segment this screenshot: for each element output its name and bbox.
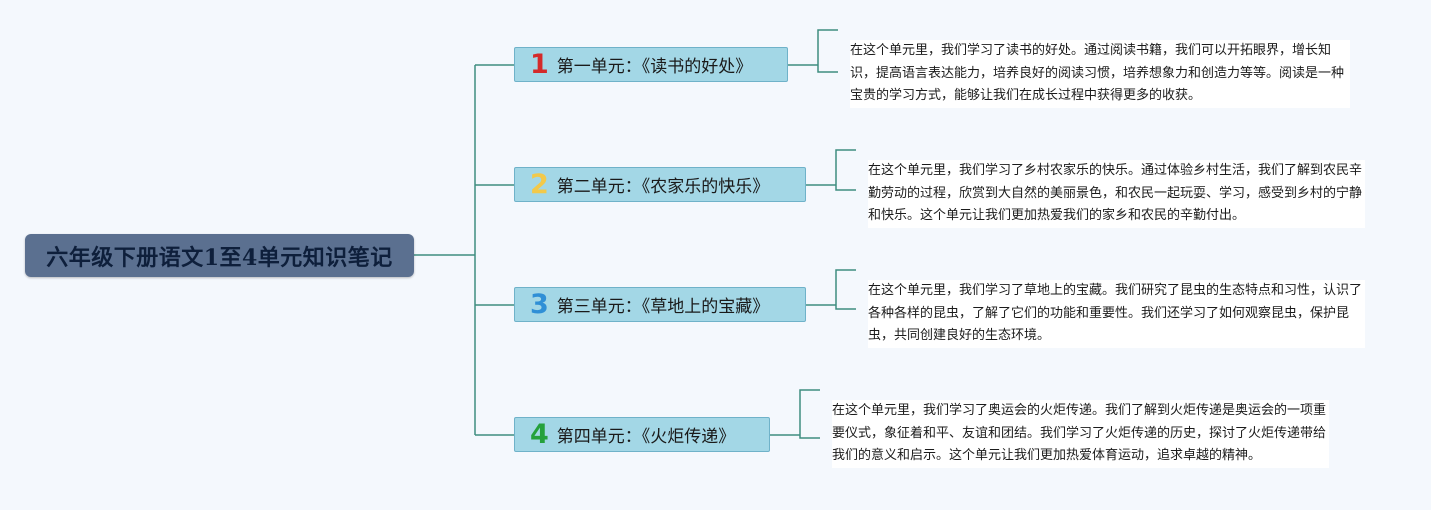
unit-4-label: 第四单元：《火炬传递》 [556,427,736,447]
unit-1-description: 在这个单元里，我们学习了读书的好处。通过阅读书籍，我们可以开拓眼界，增长知识，提… [850,40,1350,108]
unit-2-number: 2 [530,169,549,200]
unit-1-node[interactable]: 1 第一单元：《读书的好处》 [514,47,788,82]
unit-2-label: 第二单元：《农家乐的快乐》 [556,177,770,197]
root-title: 六年级下册语文1至4单元知识笔记 [46,244,393,271]
unit-3-description: 在这个单元里，我们学习了草地上的宝藏。我们研究了昆虫的生态特点和习性，认识了各种… [868,280,1365,348]
unit-1-number: 1 [530,49,549,80]
unit-3-number: 3 [530,289,549,320]
bracket-3 [806,269,856,310]
unit-3-label: 第三单元：《草地上的宝藏》 [556,297,770,317]
unit-4-node[interactable]: 4 第四单元：《火炬传递》 [514,417,770,452]
bracket-2 [806,149,856,191]
bracket-4 [770,389,820,439]
unit-4-number: 4 [530,419,549,450]
unit-3-node[interactable]: 3 第三单元：《草地上的宝藏》 [514,287,806,322]
unit-4-description: 在这个单元里，我们学习了奥运会的火炬传递。我们了解到火炬传递是奥运会的一项重要仪… [832,400,1329,468]
root-topic[interactable]: 六年级下册语文1至4单元知识笔记 [25,234,414,277]
bracket-1 [788,29,838,73]
unit-2-node[interactable]: 2 第二单元：《农家乐的快乐》 [514,167,806,202]
unit-1-label: 第一单元：《读书的好处》 [556,57,753,77]
unit-2-description: 在这个单元里，我们学习了乡村农家乐的快乐。通过体验乡村生活，我们了解到农民辛勤劳… [868,160,1365,228]
